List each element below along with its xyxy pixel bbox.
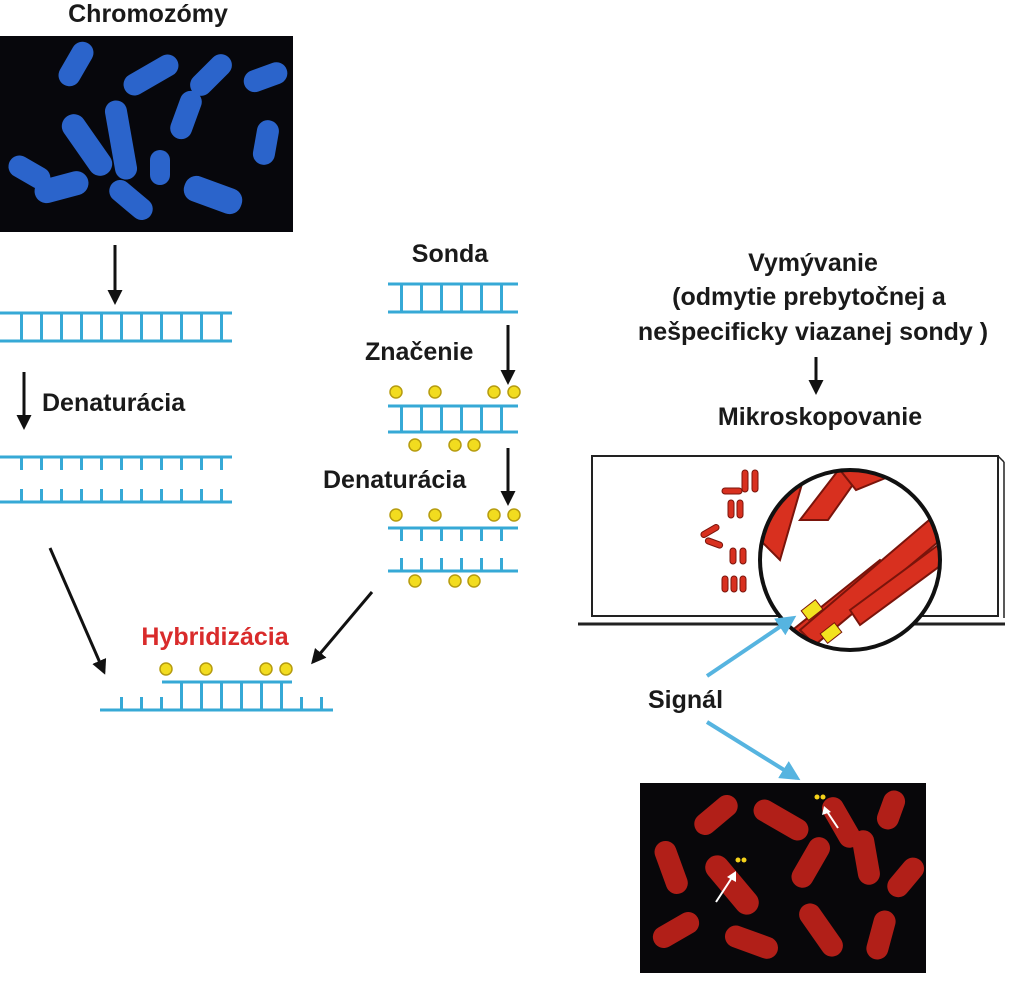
magnified-view <box>758 468 942 652</box>
chromosomes-label: Chromozómy <box>68 0 228 28</box>
arrow-left-to-hybridization <box>48 547 107 675</box>
arrow-probe-to-hybridization <box>311 591 374 665</box>
signal-label: Signál <box>648 686 723 714</box>
labeling-label: Značenie <box>365 338 473 366</box>
washing-desc-line1: (odmytie prebytočnej a <box>672 283 947 311</box>
washing-label: Vymývanie <box>748 249 878 277</box>
washing-desc-line2: nešpecificky viazanej sondy ) <box>638 318 988 346</box>
labeled-probe-dna <box>388 385 521 452</box>
probe-label: Sonda <box>412 240 489 268</box>
denaturation-label-left: Denaturácia <box>42 389 186 417</box>
blue-chromosome-image <box>0 36 293 232</box>
hybridized-dna <box>100 662 333 712</box>
dna-single-strands-left <box>0 455 232 504</box>
probe-dna <box>388 282 518 314</box>
denatured-probe-strands <box>388 508 521 588</box>
red-fluorescence-image <box>640 783 926 973</box>
hybridization-label: Hybridizácia <box>141 623 289 651</box>
microscopy-label: Mikroskopovanie <box>718 403 922 431</box>
denaturation-label-mid: Denaturácia <box>323 466 467 494</box>
signal-arrow-to-slide <box>705 615 797 678</box>
dna-double-strand-left <box>0 311 232 343</box>
signal-arrow-to-image <box>705 720 801 781</box>
